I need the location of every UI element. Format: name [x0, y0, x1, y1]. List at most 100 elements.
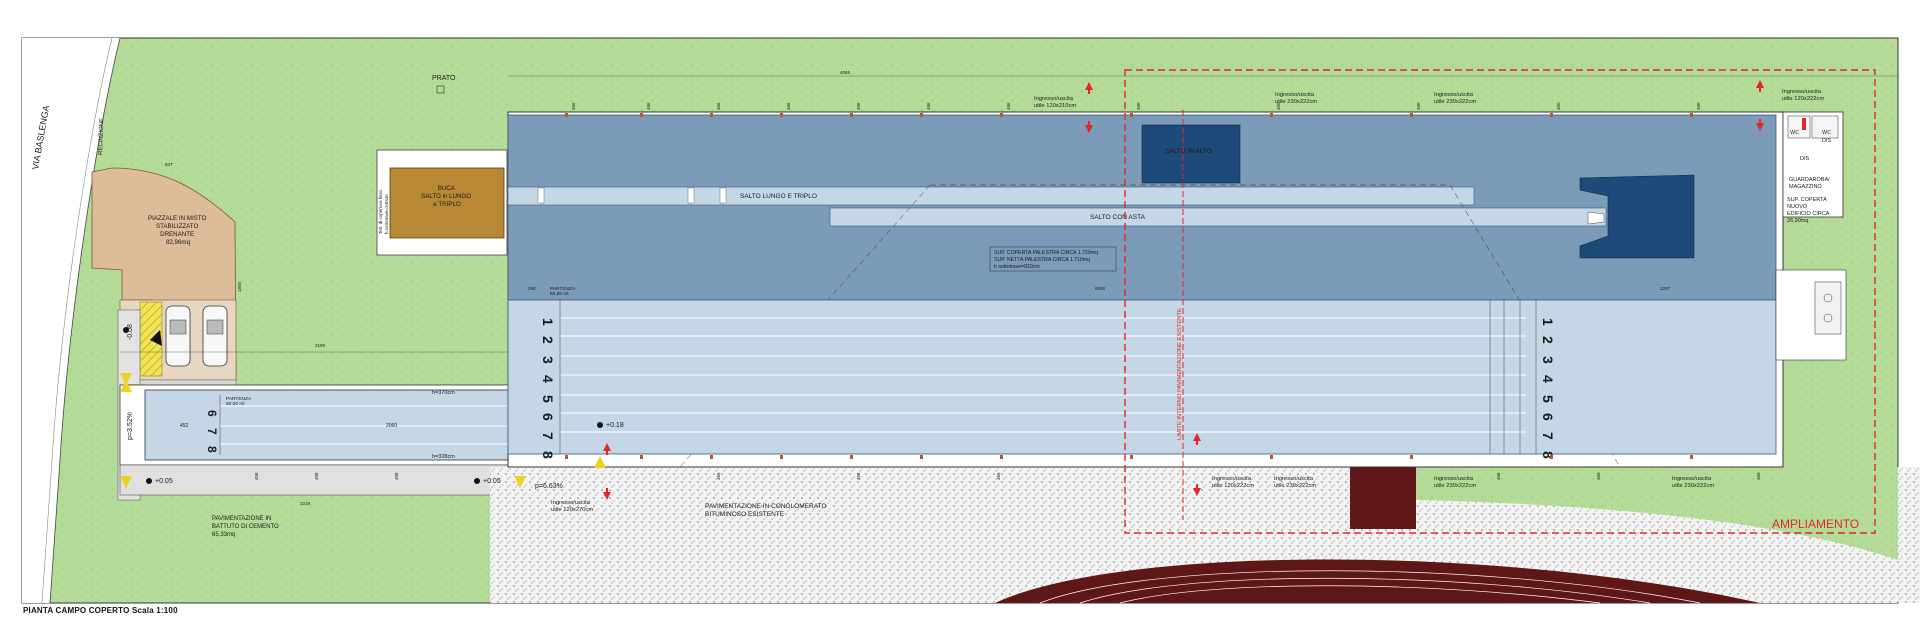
lane-number-4: 4: [540, 375, 556, 383]
wall-markers: [565, 113, 1693, 459]
wc-fixture: [1802, 118, 1806, 130]
svg-text:DIS: DIS: [1822, 138, 1832, 144]
dim-290: 290: [528, 286, 536, 291]
svg-text:408: 408: [394, 472, 399, 480]
dim-837: 837: [165, 162, 173, 167]
lane-number-8: 8: [1540, 451, 1556, 459]
yellow-arrows: [120, 373, 606, 488]
vault-box: [1587, 211, 1605, 225]
lane-number-2: 2: [1540, 336, 1556, 344]
svg-text:460: 460: [1416, 102, 1421, 110]
road-edge-line-2: [41, 37, 113, 604]
lane-number-3: 3: [540, 356, 556, 364]
left-lane-numbers: 1 2 3 4 5 6 7 8: [540, 318, 556, 459]
right-lane-numbers: 1 2 3 4 5 6 7 8: [1540, 318, 1556, 459]
lane-number-7: 7: [540, 432, 556, 440]
dim-452: 452: [180, 423, 189, 429]
svg-text:GUARDAROBA/MAGAZZINO: GUARDAROBA/MAGAZZINO: [1789, 177, 1830, 190]
lawn-label: PRATO: [432, 75, 456, 82]
wheelchair-icon: [150, 330, 162, 346]
road-area: [22, 38, 120, 603]
car-icon: [165, 305, 191, 367]
top-openings: 466 466 466 466 466 466 466 460 460 460 …: [571, 102, 1701, 110]
track-lane-line: [1039, 570, 1701, 604]
dim-2060: 2060: [386, 423, 397, 429]
lane-number-8: 8: [205, 446, 219, 453]
svg-text:466: 466: [716, 102, 721, 110]
svg-text:p=6.63%: p=6.63%: [535, 483, 563, 490]
bottom-openings: 408 408 408 466 466 466 466 460 460: [254, 472, 1761, 480]
track-lane-line: [1079, 577, 1651, 604]
lane-number-8: 8: [540, 451, 556, 459]
svg-text:460: 460: [1756, 472, 1761, 480]
wc-room: [1811, 115, 1839, 139]
svg-text:466: 466: [646, 102, 651, 110]
start-label: PARTENZA 60,00 ml: [550, 286, 576, 297]
svg-text:408: 408: [254, 472, 259, 480]
lane-number-4: 4: [1540, 375, 1556, 383]
svg-text:+0.05: +0.05: [483, 478, 501, 485]
existing-limit-label: LIMITE INTERNO PAVIMENTAZIONE ESISTENTE: [1177, 308, 1183, 440]
svg-text:466: 466: [571, 102, 576, 110]
takeoff-board: [719, 187, 727, 204]
pole-vault-runway: [829, 207, 1607, 227]
dim-4065: 4065: [840, 70, 851, 75]
svg-text:+0.05: +0.05: [155, 478, 173, 485]
svg-text:408: 408: [314, 472, 319, 480]
sand-pit: [389, 167, 505, 239]
dim-1850: 1850: [237, 281, 242, 292]
svg-text:+0.18: +0.18: [606, 422, 624, 429]
dim-2219: 2219: [300, 501, 311, 506]
lane-number-1: 1: [540, 318, 556, 326]
high-jump-label: SALTO IN ALTO: [1165, 148, 1212, 155]
svg-text:460: 460: [1696, 102, 1701, 110]
svg-text:466: 466: [926, 102, 931, 110]
extension-boundary: [1124, 69, 1876, 534]
toilet-icon: [1823, 293, 1833, 303]
track-lane-line: [1119, 585, 1601, 604]
svg-text:466: 466: [996, 472, 1001, 480]
svg-text:WC: WC: [1790, 130, 1799, 136]
svg-text:-0.08: -0.08: [127, 324, 134, 340]
car-windshield: [169, 319, 187, 335]
lane-number-2: 2: [540, 336, 556, 344]
lawn-patch: [1350, 467, 1898, 560]
survey-marker: [436, 85, 445, 94]
hall-info-box: [989, 246, 1117, 272]
svg-text:466: 466: [856, 472, 861, 480]
dim-2199: 2199: [315, 343, 326, 348]
asphalt-paving-label: PAVIMENTAZIONE IN CONGLOMERATO BITUMINOS…: [705, 503, 828, 518]
lane-number-6: 6: [1540, 413, 1556, 421]
svg-text:466: 466: [786, 102, 791, 110]
long-jump-label: SALTO LUNGO E TRIPLO: [740, 193, 817, 200]
dim-1297: 1297: [1660, 286, 1671, 291]
side-start-label: PARTENZA 60,00 ml: [226, 396, 252, 407]
svg-text:p=3.52%: p=3.52%: [127, 412, 134, 440]
svg-text:466: 466: [716, 472, 721, 480]
annex-labels: WC WC DIS DIS GUARDAROBA/MAGAZZINO SUP. …: [1787, 130, 1832, 224]
lane-number-1: 1: [1540, 318, 1556, 326]
extension-label: AMPLIAMENTO: [1772, 517, 1859, 531]
pole-vault-mat: [1579, 174, 1695, 259]
svg-text:460: 460: [1276, 102, 1281, 110]
entrance-arrows: [603, 80, 1764, 500]
toilet-cubicle: [1814, 281, 1842, 335]
hall-info-text: SUP. COPERTA PALESTRA CIRCA 1.729mq SUP.…: [994, 250, 1099, 270]
pit-roof-note: Tett. di copertura fisso h sottotrave=34…: [378, 189, 389, 234]
lane-number-6: 6: [540, 413, 556, 421]
lane-number-5: 5: [1540, 395, 1556, 403]
svg-text:WC: WC: [1822, 130, 1831, 136]
fence-label: RECINZIONE: [98, 118, 105, 155]
lane-number-7: 7: [205, 428, 219, 435]
long-jump-runway: [507, 186, 1475, 206]
